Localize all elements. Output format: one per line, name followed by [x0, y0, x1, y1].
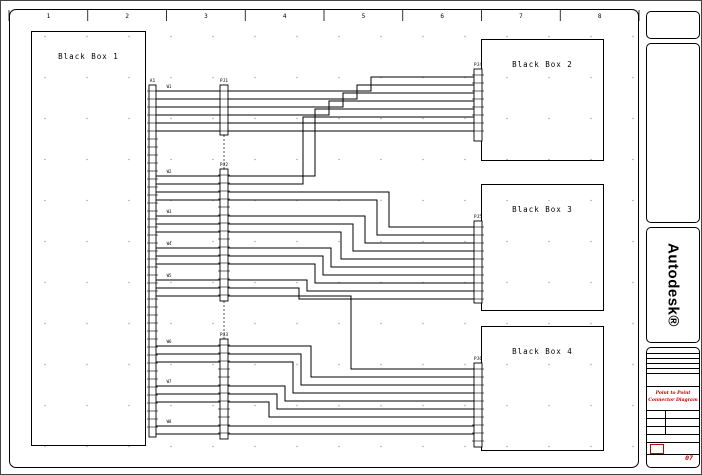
- autodesk-brand-panel: Autodesk®: [646, 227, 700, 343]
- title-block-rule: [647, 363, 699, 364]
- drawing-title-line2: Connector Diagram: [648, 398, 698, 404]
- autodesk-logo: Autodesk®: [664, 243, 682, 327]
- title-block-rule: [647, 434, 699, 435]
- title-block-rule: [647, 454, 699, 455]
- black-box-2-label: Black Box 2: [512, 60, 573, 69]
- title-block-rule: [647, 410, 699, 411]
- black-box-4: Black Box 4: [481, 326, 604, 451]
- title-block-rule: [647, 442, 699, 443]
- drawing-title-line1: Point to Point: [655, 391, 691, 396]
- sheet-number: 07: [685, 454, 693, 462]
- black-box-1-label: Black Box 1: [58, 52, 119, 61]
- black-box-1: Black Box 1: [31, 31, 146, 446]
- title-block: Point to Point Connector Diagram 07: [646, 347, 700, 468]
- margin-panel-notes: [646, 43, 700, 223]
- title-block-rule: [647, 386, 699, 387]
- title-block-rule: [647, 426, 699, 427]
- margin-panel-top: [646, 11, 700, 39]
- title-block-rule: [647, 418, 699, 419]
- revision-marker: [650, 444, 664, 454]
- title-block-rule: [647, 358, 699, 359]
- title-block-divider: [665, 410, 666, 434]
- black-box-3-label: Black Box 3: [512, 205, 573, 214]
- black-box-2: Black Box 2: [481, 39, 604, 161]
- title-block-rule: [647, 353, 699, 354]
- black-box-4-label: Black Box 4: [512, 347, 573, 356]
- title-block-rule: [647, 373, 699, 374]
- title-block-rule: [647, 368, 699, 369]
- black-box-3: Black Box 3: [481, 184, 604, 311]
- drawing-title: Point to Point Connector Diagram: [647, 390, 699, 404]
